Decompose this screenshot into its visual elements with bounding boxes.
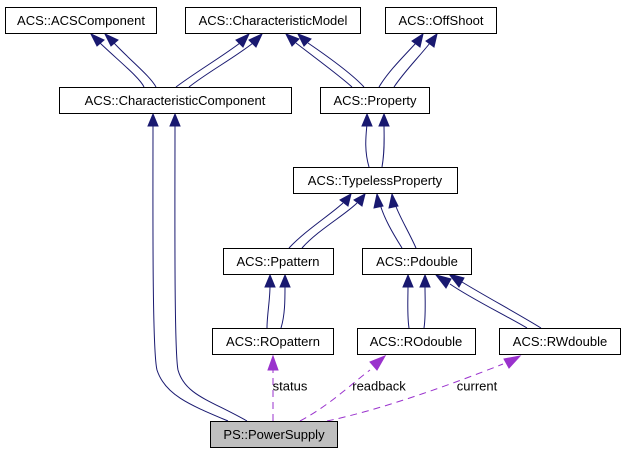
arrowhead-icon [103,32,119,47]
node-ropattern[interactable]: ACS::ROpattern [212,328,334,355]
edge-ppattern-to-typeless-property [301,202,358,249]
arrowhead-icon [267,354,279,371]
edge-label-readback: readback [352,379,406,394]
node-pdouble[interactable]: ACS::Pdouble [362,248,472,275]
arrowhead-icon [419,273,431,288]
edge-characteristic-component-to-acs-component [99,42,145,88]
edge-typeless-property-to-property [381,123,385,168]
edge-ropattern-to-ppattern [266,285,271,329]
node-label: ACS::ROpattern [226,334,320,349]
edge-ropattern-to-ppattern [280,285,286,329]
arrowhead-icon [402,273,414,288]
arrowhead-icon [425,32,438,48]
node-label: PS::PowerSupply [223,427,325,442]
edge-characteristic-component-to-characteristic-model [188,42,254,88]
usage-edges: status readback current [267,354,522,422]
node-characteristic-component[interactable]: ACS::CharacteristicComponent [59,87,292,114]
node-power-supply[interactable]: PS::PowerSupply [210,421,338,448]
inheritance-edges [89,32,542,422]
node-ppattern[interactable]: ACS::Ppattern [223,248,334,275]
edge-characteristic-component-to-acs-component [113,42,157,88]
edge-power-supply-to-characteristic-component [152,123,229,422]
node-rodouble[interactable]: ACS::ROdouble [357,328,476,355]
arrowhead-icon [169,112,181,127]
node-label: ACS::TypelessProperty [308,173,443,188]
node-label: ACS::RWdouble [513,334,607,349]
arrowhead-icon [296,33,312,47]
edge-property-to-offshoot [378,42,417,88]
edge-rodouble-to-pdouble [423,285,426,329]
arrowhead-icon [235,32,251,48]
node-property[interactable]: ACS::Property [320,87,430,114]
arrowhead-icon [279,273,291,288]
edge-power-supply-to-characteristic-component [174,123,248,422]
arrowhead-icon [353,193,366,207]
edge-typeless-property-to-property [365,123,370,168]
node-label: ACS::Ppattern [236,254,319,269]
arrowhead-icon [447,273,465,288]
node-rwdouble[interactable]: ACS::RWdouble [499,328,621,355]
node-label: ACS::Pdouble [376,254,458,269]
arrowhead-icon [284,33,300,47]
edge-rodouble-to-pdouble [407,285,410,329]
edge-rwdouble-to-pdouble [461,281,542,329]
arrowhead-icon [434,274,452,289]
class-nodes: ACS::ACSComponent ACS::CharacteristicMod… [5,7,621,448]
node-label: ACS::CharacteristicModel [199,13,348,28]
node-acs-component[interactable]: ACS::ACSComponent [5,7,157,34]
node-label: ACS::OffShoot [398,13,483,28]
arrowhead-icon [361,112,373,127]
node-label: ACS::ROdouble [370,334,463,349]
arrowhead-icon [388,192,399,209]
arrowhead-icon [503,355,522,369]
node-typeless-property[interactable]: ACS::TypelessProperty [293,167,458,194]
edge-label-current: current [457,379,498,394]
edge-pdouble-to-typeless-property [394,203,417,249]
arrowhead-icon [411,32,424,48]
arrowhead-icon [378,112,390,127]
edge-property-to-characteristic-model [295,42,353,88]
arrowhead-icon [248,32,264,48]
edge-rwdouble-to-pdouble [449,283,528,329]
edge-ppattern-to-typeless-property [288,202,344,249]
arrowhead-icon [373,192,384,209]
arrowhead-icon [369,355,387,371]
node-offshoot[interactable]: ACS::OffShoot [385,7,497,34]
edge-pdouble-to-typeless-property [379,203,403,249]
arrowhead-icon [339,193,352,207]
edge-property-to-offshoot [393,42,431,88]
node-characteristic-model[interactable]: ACS::CharacteristicModel [185,7,361,34]
edge-property-to-characteristic-model [307,42,365,88]
node-label: ACS::CharacteristicComponent [85,93,266,108]
arrowhead-icon [264,273,276,288]
node-label: ACS::Property [333,93,417,108]
arrowhead-icon [89,32,105,47]
edge-characteristic-component-to-characteristic-model [175,42,241,88]
edge-label-status: status [273,379,308,394]
arrowhead-icon [147,112,159,127]
node-label: ACS::ACSComponent [17,13,145,28]
